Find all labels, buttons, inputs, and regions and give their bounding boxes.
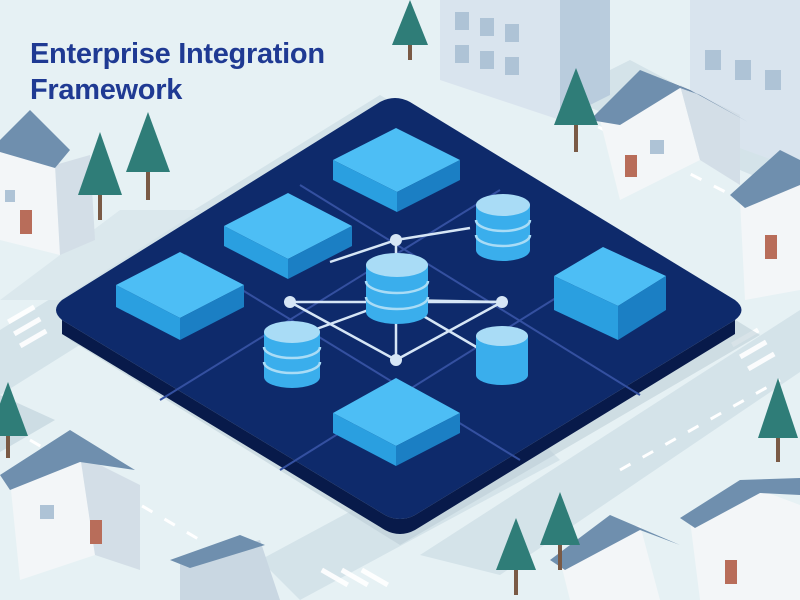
tree-icon [554,68,598,152]
module-block-right [554,247,666,340]
database-icon [474,194,532,261]
title-line-2: Framework [30,74,183,106]
tree-icon [540,492,580,570]
node-dot-icon [284,296,296,308]
tree-icon [392,0,428,60]
node-dot-icon [390,354,402,366]
tree-icon [0,382,28,458]
database-icon [476,326,528,385]
database-icon [364,253,430,324]
house-right [730,150,800,300]
building-bottom-center [170,535,280,600]
house-top-right [590,70,748,200]
page-title: Enterprise Integration Framework [30,36,390,108]
title-line-1: Enterprise Integration [30,38,325,70]
module-block-left [116,252,244,340]
connection-nodes [284,234,508,366]
module-block-bottom [333,378,460,466]
house-left [0,110,95,255]
tree-icon [496,518,536,595]
node-dot-icon [496,296,508,308]
node-dot-icon [390,234,402,246]
module-block-upper-left [224,193,352,279]
module-block-top [333,128,460,212]
house-bottom-left [0,430,140,580]
database-icon [262,321,322,388]
tree-icon [78,132,122,220]
tree-icon [126,112,170,200]
house-bottom-right [550,478,800,600]
tree-icon [758,378,798,462]
